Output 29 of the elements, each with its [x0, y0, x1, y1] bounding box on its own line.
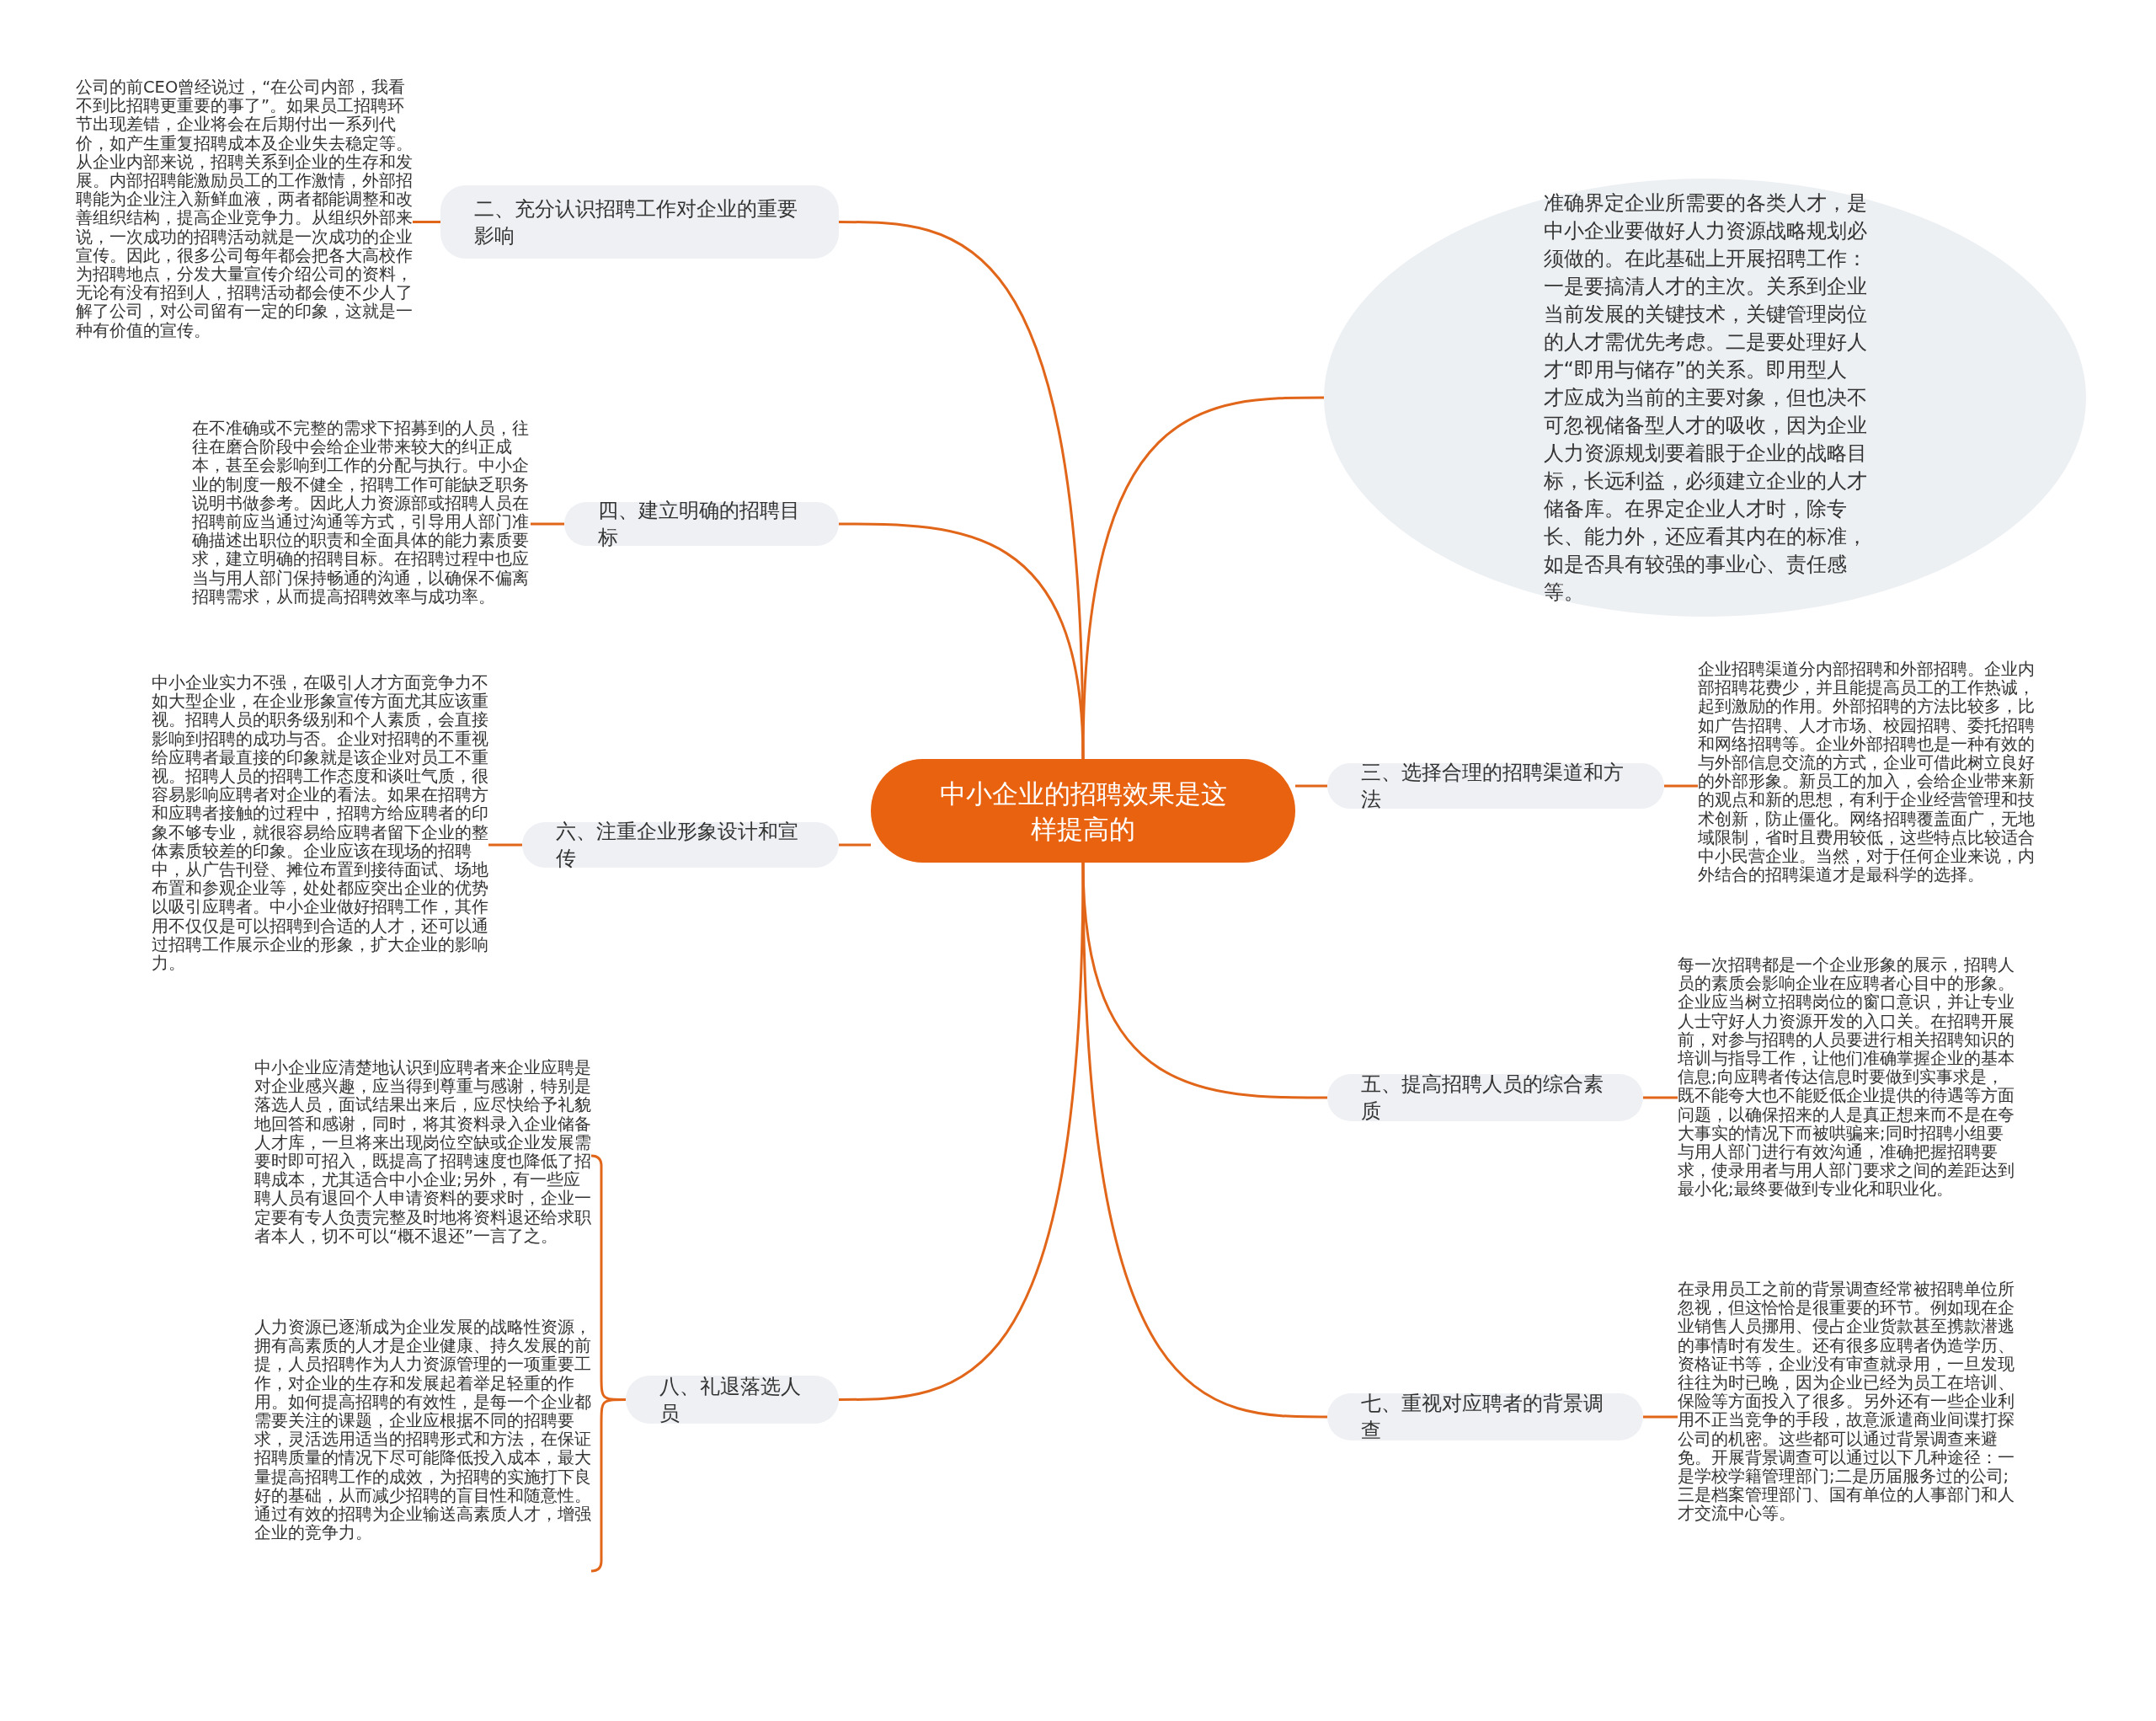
- connector-line: [839, 843, 871, 847]
- connector-line: [1643, 1415, 1678, 1419]
- connector-line: [590, 1398, 626, 1573]
- connector-line: [1295, 784, 1327, 788]
- note-text: 每一次招聘都是一个企业形象的展示，招聘人员的素质会影响企业在应聘者心目中的形象。企业应当树立招聘岗位的窗口意识，并让专业人士守好人力资源开发的入口关。在招聘开展前，对参与招聘的人员要进行相关招聘知识的培训与指导工作，让他们准确掌握企业的基本信息;向应聘者传达信息时要做到实事求是，既不能夸大也不能贬低企业提供的待遇等方面问题，以确保招来的人是真正想来而不是在夸大事实的情况下而被哄骗来;同时招聘小组要与用人部门进行有效沟通，准确把握招聘要求，使录用者与用人部门要求之间的差距达到最小化;最终要做到专业化和职业化。: [1678, 956, 2015, 1200]
- note-text: 人力资源已逐渐成为企业发展的战略性资源，拥有高素质的人才是企业健康、持久发展的前提，人员招聘作为人力资源管理的一项重要工作，对企业的生存和发展起着举足轻重的作用。如何提高招聘的有效性，是每一个企业都需要关注的课题，企业应根据不同的招聘要求，灵活选用适当的招聘形式和方法，在保证招聘质量的情况下尽可能降低投入成本，最大量提高招聘工作的成效，为招聘的实施打下良好的基础，从而减少招聘的盲目性和随意性。通过有效的招聘为企业输送高素质人才，增强企业的竞争力。: [254, 1318, 591, 1543]
- connector-line: [839, 862, 1085, 1401]
- connector-line: [531, 522, 564, 526]
- note-text: 在不准确或不完整的需求下招募到的人员，往往在磨合阶段中会给企业带来较大的纠正成本，甚至会影响到工作的分配与执行。中小企业的制度一般不健全，招聘工作可能缺乏职务说明书做参考。因此人力资源部或招聘人员在招聘前应当通过沟通等方式，引导用人部门准确描述出职位的职责和全面具体的能力素质要求，建立明确的招聘目标。在招聘过程中也应当与用人部门保持畅通的沟通，以确保不偏离招聘需求，从而提高招聘效率与成功率。: [192, 420, 531, 607]
- topic-pill: 七、重视对应聘者的背景调查: [1327, 1393, 1643, 1440]
- connector-line: [488, 843, 522, 847]
- connector-line: [1664, 784, 1698, 788]
- topic-pill: 三、选择合理的招聘渠道和方法: [1327, 763, 1664, 809]
- connector-line: [413, 221, 440, 223]
- connector-line: [1081, 862, 1327, 1419]
- note-text: 公司的前CEO曾经说过，“在公司内部，我看不到比招聘更重要的事了”。如果员工招聘环节出现差错，企业将会在后期付出一系列代价，如产生重复招聘成本及企业失去稳定等。从企业内部来说，招聘关系到企业的生存和发展。内部招聘能激励员工的工作激情，外部招聘能为企业注入新鲜血液，两者都能调整和改善组织结构，提高企业竞争力。从组织外部来说，一次成功的招聘活动就是一次成功的企业宣传。因此，很多公司每年都会把各大高校作为招聘地点，分发大量宣传介绍公司的资料，无论有没有招到人，招聘活动都会使不少人了解了公司，对公司留有一定的印象，这就是一种有价值的宣传。: [76, 78, 413, 340]
- connector-line: [1643, 1096, 1678, 1099]
- topic-pill: 二、充分认识招聘工作对企业的重要影响: [440, 185, 839, 259]
- topic-pill: 八、礼退落选人员: [626, 1376, 839, 1424]
- central-topic: 中小企业的招聘效果是这样提高的: [871, 759, 1295, 863]
- note-text: 中小企业实力不强，在吸引人才方面竞争力不如大型企业，在企业形象宣传方面尤其应该重视。招聘人员的职务级别和个人素质，会直接影响到招聘的成功与否。企业对招聘的不重视给应聘者最直接的印象就是该企业对员工不重视。招聘人员的招聘工作态度和谈吐气质，很容易影响应聘者对企业的看法。如果在招聘方和应聘者接触的过程中，招聘方给应聘者的印象不够专业，就很容易给应聘者留下企业的整体素质较差的印象。企业应该在现场的招聘中，从广告刊登、摊位布置到接待面试、场地布置和参观企业等，处处都应突出企业的优势以吸引应聘者。中小企业做好招聘工作，其作用不仅仅是可以招聘到合适的人才，还可以通过招聘工作展示企业的形象，扩大企业的影响力。: [152, 674, 488, 974]
- topic-pill: 五、提高招聘人员的综合素质: [1327, 1074, 1643, 1121]
- note-text: 在录用员工之前的背景调查经常被招聘单位所忽视，但这恰恰是很重要的环节。例如现在企业销售人员挪用、侵占企业货款甚至携款潜逃的事情时有发生。还有很多应聘者伪造学历、资格证书等，企业没有审查就录用，一旦发现往往为时已晚，因为企业已经为员工在培训、保险等方面投入了很多。另外还有一些企业利用不正当竞争的手段，故意派遣商业间谍打探公司的机密。这些都可以通过背景调查来避免。开展背景调查可以通过以下几种途径：一是学校学籍管理部门;二是历届服务过的公司;三是档案管理部门、国有单位的人事部门和人才交流中心等。: [1678, 1280, 2015, 1524]
- note-text: 企业招聘渠道分内部招聘和外部招聘。企业内部招聘花费少，并且能提高员工的工作热诚，起到激励的作用。外部招聘的方法比较多，比如广告招聘、人才市场、校园招聘、委托招聘和网络招聘等。企业外部招聘也是一种有效的与外部信息交流的方式，企业可借此树立良好的外部形象。新员工的加入，会给企业带来新的观点和新的思想，有利于企业经营管理和技术创新，防止僵化。网络招聘覆盖面广，无地域限制，省时且费用较低，这些特点比较适合中小民营企业。当然，对于任何企业来说，内外结合的招聘渠道才是最科学的选择。: [1698, 660, 2035, 885]
- topic-pill: 六、注重企业形象设计和宣传: [522, 822, 839, 868]
- note-text: 中小企业应清楚地认识到应聘者来企业应聘是对企业感兴趣，应当得到尊重与感谢，特别是落选人员，面试结果出来后，应尽快给予礼貌地回答和感谢，同时，将其资料录入企业储备人才库，一旦将来出现岗位空缺或企业发展需要时即可招入，既提高了招聘速度也降低了招聘成本，尤其适合中小企业;另外，有一些应聘人员有退回个人申请资料的要求时，企业一定要有专人负责完整及时地将资料退还给求职者本人，切不可以“概不退还”一言了之。: [254, 1059, 591, 1247]
- topic-pill: 四、建立明确的招聘目标: [564, 502, 839, 546]
- connector-line: [839, 522, 1085, 760]
- topic-bubble: 准确界定企业所需要的各类人才，是中小企业要做好人力资源战略规划必须做的。在此基础上开展招聘工作：一是要搞清人才的主次。关系到企业当前发展的关键技术，关键管理岗位的人才需优先考虑。二是要处理好人才“即用与储存”的关系。即用型人才应成为当前的主要对象，但也决不可忽视储备型人才的吸收，因为企业人力资源规划要着眼于企业的战略目标，长远利益，必须建立企业的人才储备库。在界定企业人才时，除专长、能力外，还应看其内在的标准，如是否具有较强的事业心、责任感等。: [1324, 179, 2086, 617]
